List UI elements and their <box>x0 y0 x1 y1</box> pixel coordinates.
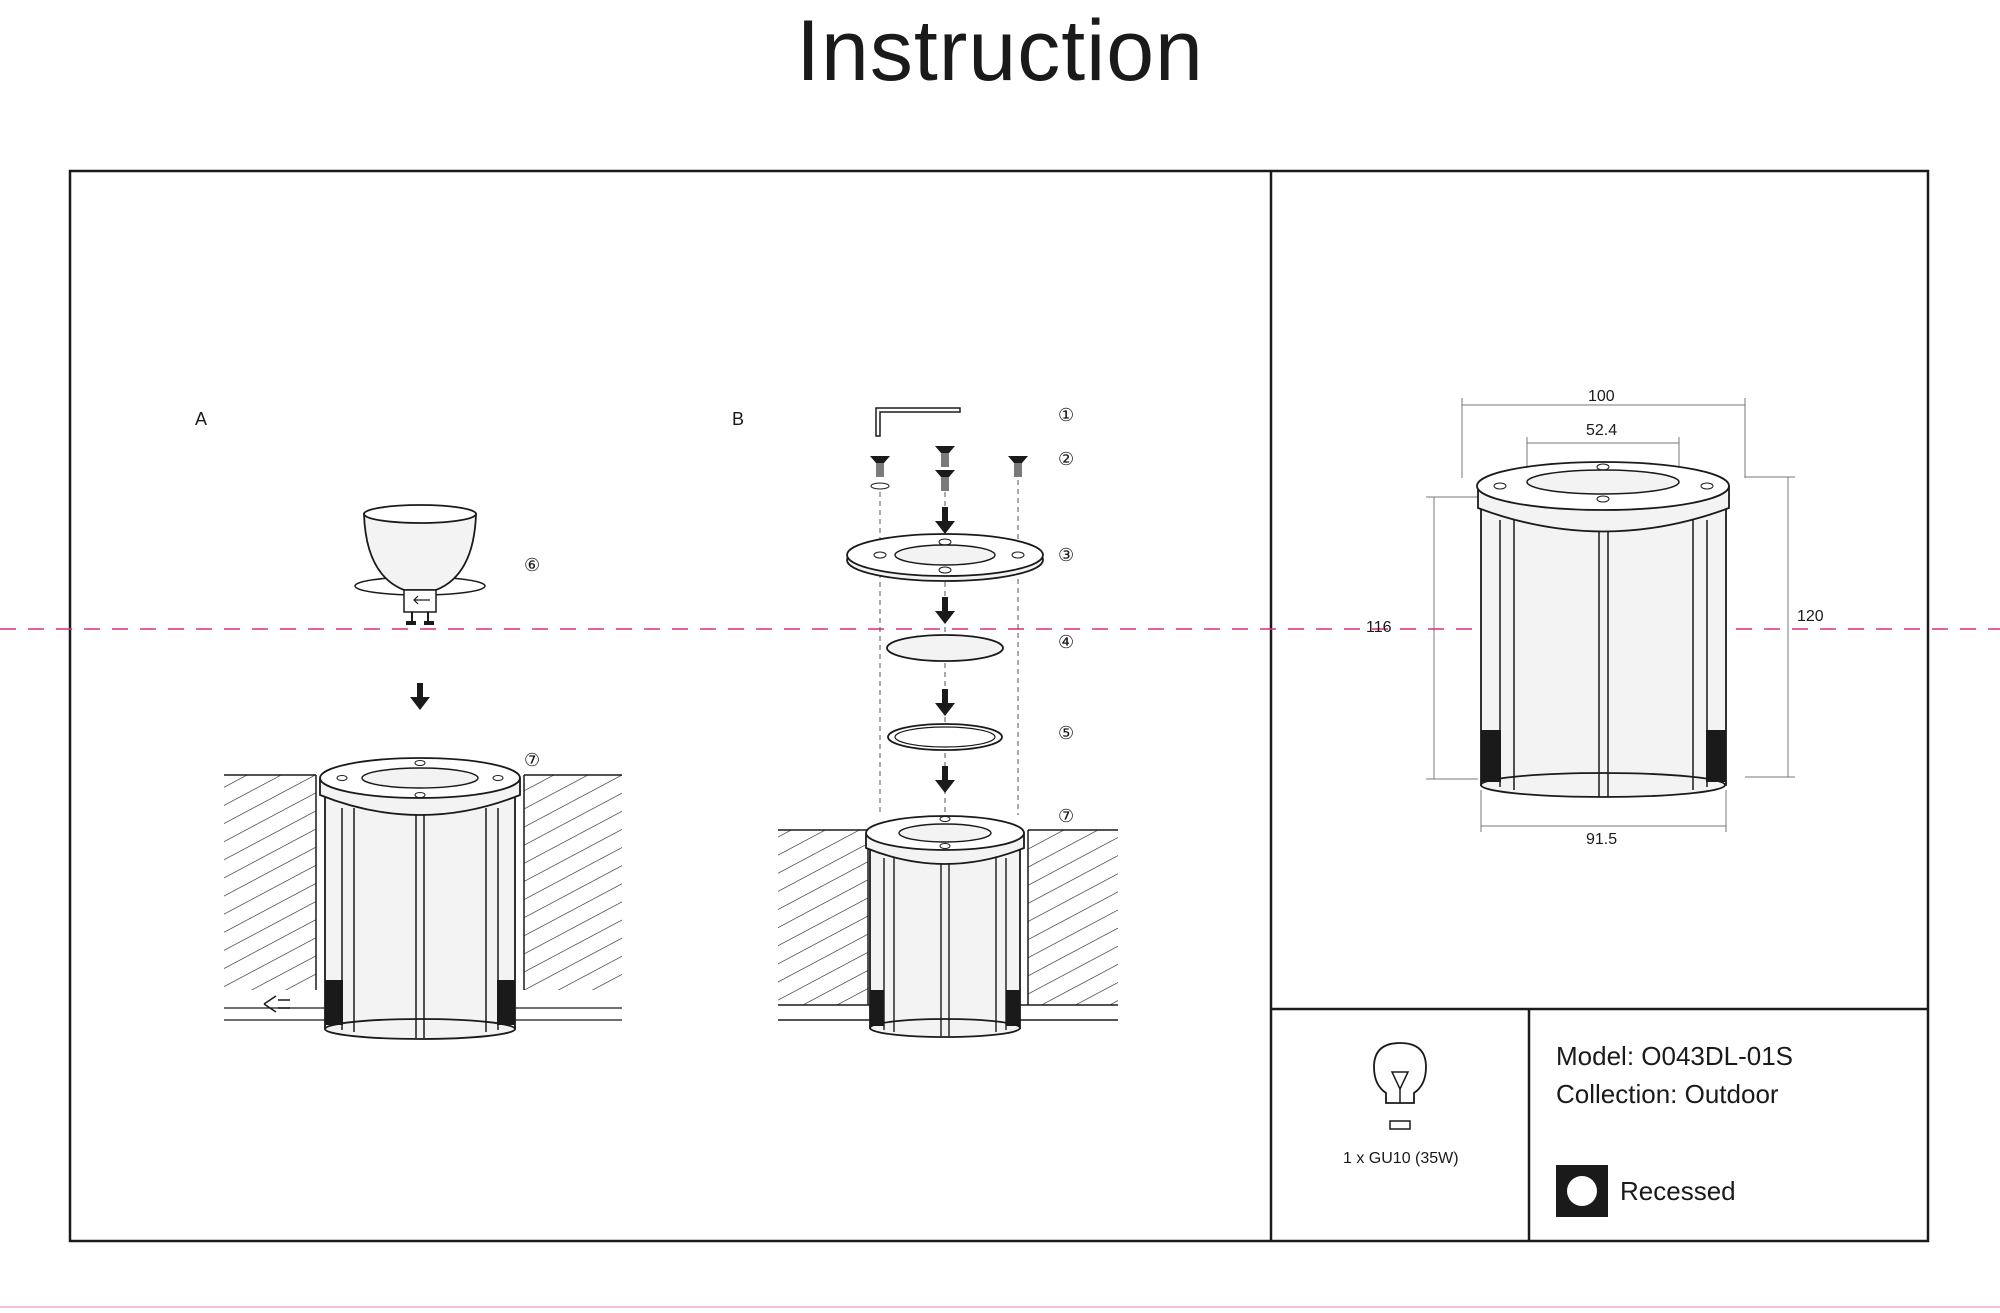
fixture-b <box>865 815 1025 1038</box>
model-text: Model: O043DL-01S <box>1556 1041 1794 1071</box>
gasket-ring <box>887 723 1003 751</box>
step-7-label-b: ⑦ <box>1058 806 1075 826</box>
gu10-bulb-icon <box>354 504 486 625</box>
panel-b-diagram <box>778 407 1118 1038</box>
step-3-label: ③ <box>1058 545 1075 565</box>
collection-text: Collection: Outdoor <box>1556 1079 1779 1109</box>
dimension-inner-width: 52.4 <box>1586 422 1618 439</box>
down-arrow-icon <box>410 683 430 710</box>
down-arrow-icon <box>935 507 955 793</box>
panel-b-label: B <box>732 409 745 429</box>
step-6-label: ⑥ <box>524 555 541 575</box>
hex-key-icon <box>875 407 961 437</box>
dimension-top-width: 100 <box>1588 388 1615 405</box>
dimension-left-height: 116 <box>1366 619 1392 636</box>
dimension-right-height: 120 <box>1797 608 1824 625</box>
cover-plate <box>846 533 1044 582</box>
step-7-label-a: ⑦ <box>524 750 541 770</box>
mount-type-text: Recessed <box>1620 1176 1736 1206</box>
step-2-label: ② <box>1058 449 1075 469</box>
step-1-label: ① <box>1058 405 1075 425</box>
panel-a-label: A <box>195 409 208 429</box>
recessed-icon <box>1556 1165 1608 1217</box>
outer-frame <box>68 169 1930 1243</box>
step-4-label: ④ <box>1058 632 1075 652</box>
dimension-bottom-width: 91.5 <box>1586 831 1618 848</box>
fixture-a <box>319 757 521 1040</box>
screw-icon <box>870 446 1028 491</box>
panel-a-diagram <box>224 504 622 1040</box>
lamp-spec-label: 1 x GU10 (35W) <box>1343 1150 1459 1167</box>
ground-right <box>524 775 622 990</box>
ground-left <box>224 775 316 990</box>
dimension-drawing <box>1426 398 1795 832</box>
light-bulb-icon <box>1373 1042 1427 1130</box>
step-5-label: ⑤ <box>1058 723 1075 743</box>
page-title: Instruction <box>796 3 1204 99</box>
glass-disc <box>886 634 1004 662</box>
